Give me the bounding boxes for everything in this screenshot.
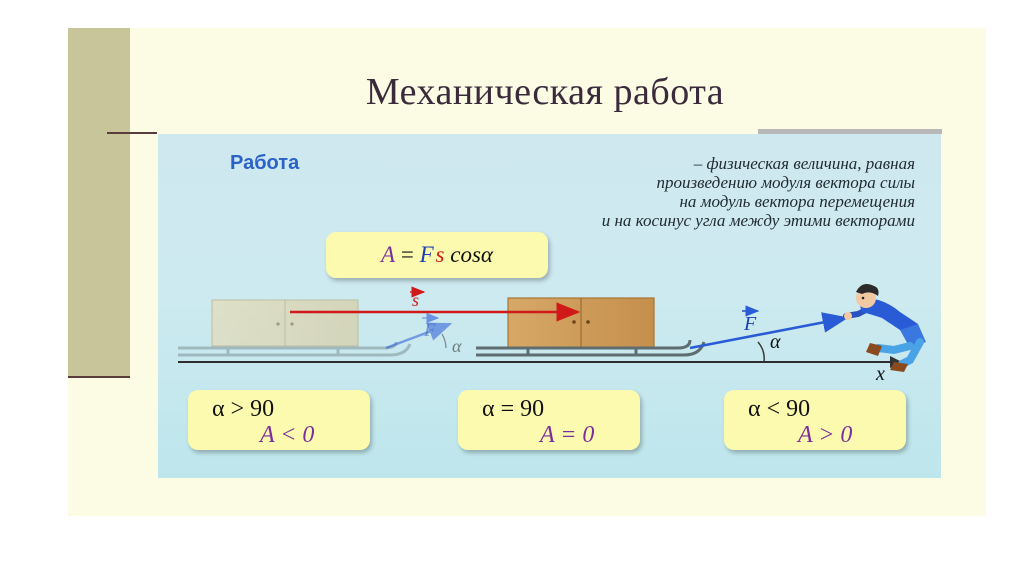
formula-cos: cosα (444, 242, 493, 267)
angle-label: α (770, 331, 781, 353)
formula-box: A = F s cosα (326, 232, 548, 278)
sled-end (476, 297, 706, 357)
force-label: F (743, 313, 757, 335)
boy-figure (843, 284, 926, 372)
x-axis-label: x (875, 363, 885, 385)
definition-line: и на косинус угла между этими векторами (601, 211, 915, 230)
sled-start (178, 299, 412, 357)
case-angle-acute: α < 90 (748, 396, 811, 422)
angle-arc-start (441, 333, 447, 349)
title-rule-right (758, 129, 942, 134)
force-label-start: F (423, 320, 436, 341)
case-box-obtuse: α > 90 A < 0 (188, 390, 370, 450)
formula-displacement: s (435, 242, 445, 267)
definition-line: произведению модуля вектора силы (656, 173, 915, 192)
illustration-panel: Работа – физическая величина, равная про… (158, 134, 941, 478)
case-work-zero: A = 0 (540, 422, 595, 448)
slide-title: Механическая работа (365, 71, 725, 113)
formula-force: F (419, 242, 434, 267)
definition-line: на модуль вектора перемещения (679, 192, 915, 211)
force-vector (689, 312, 849, 350)
definition-text: – физическая величина, равная произведен… (445, 154, 915, 230)
case-work-negative: A < 0 (260, 422, 315, 448)
accent-bar (68, 28, 130, 378)
case-box-right: α = 90 A = 0 (458, 390, 640, 450)
formula-equals: = (395, 242, 420, 267)
formula-work: A (381, 242, 396, 267)
definition-line: – физическая величина, равная (693, 154, 915, 173)
definition-term: Работа (230, 152, 300, 174)
displacement-label: s (412, 290, 419, 310)
title-rule-left (107, 132, 157, 134)
force-vector-start (385, 322, 453, 350)
case-angle-obtuse: α > 90 (212, 396, 275, 422)
case-angle-right: α = 90 (482, 396, 545, 422)
angle-arc (757, 341, 765, 363)
case-box-acute: α < 90 A > 0 (724, 390, 906, 450)
case-work-positive: A > 0 (798, 422, 853, 448)
sled-scene: x s F α (178, 284, 926, 385)
angle-label-start: α (452, 336, 462, 356)
accent-rule-bottom (68, 376, 130, 378)
